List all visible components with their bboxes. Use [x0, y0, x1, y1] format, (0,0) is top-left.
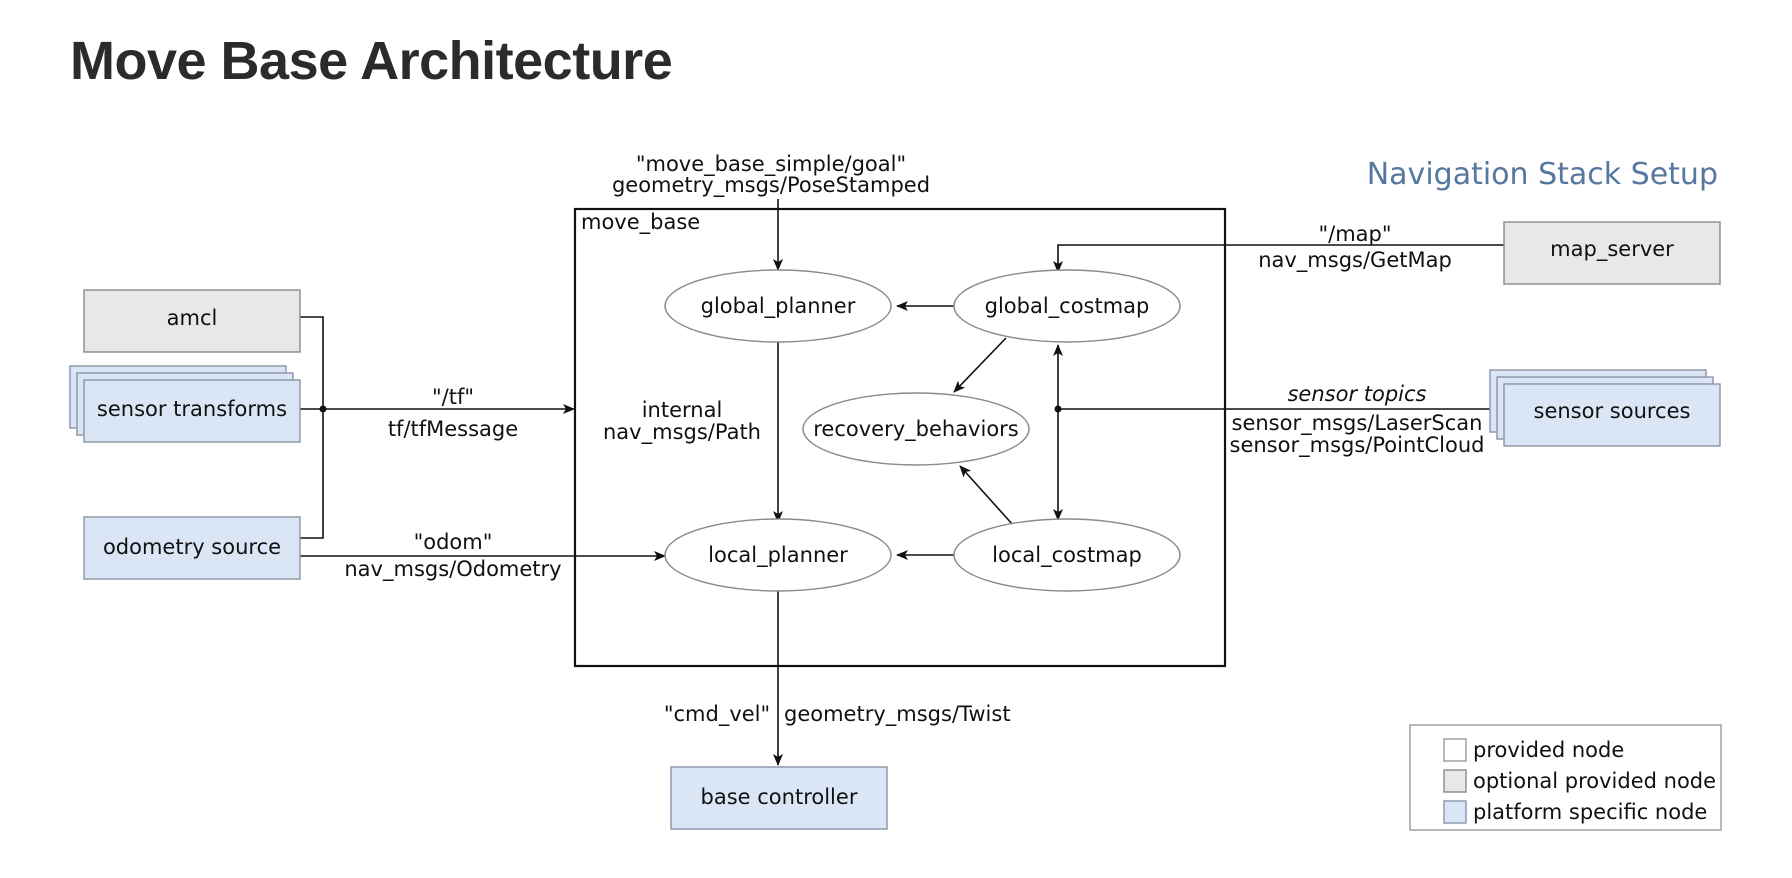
map-server-label: map_server	[1550, 237, 1674, 262]
legend-optional-label: optional provided node	[1473, 769, 1716, 793]
tf-junction-dot	[319, 405, 327, 413]
global-costmap-to-recovery-edge	[953, 337, 1007, 393]
sensor-junction-dot	[1054, 405, 1062, 413]
local-costmap-to-recovery-edge	[959, 465, 1014, 526]
sensor-transforms-label: sensor transforms	[97, 397, 287, 421]
node-odometry-source: odometry source	[83, 516, 301, 580]
map-edge	[1053, 244, 1504, 273]
internal-label: internal	[642, 398, 723, 422]
node-map-server: map_server	[1503, 221, 1721, 285]
node-local-planner: local_planner	[664, 518, 892, 592]
goal-topic-label: "move_base_simple/goal"	[636, 152, 906, 177]
diagram-subtitle: Navigation Stack Setup	[1367, 157, 1718, 192]
node-amcl: amcl	[83, 289, 301, 353]
node-base-controller: base controller	[670, 766, 888, 830]
sensor-type-1-label: sensor_msgs/LaserScan	[1232, 411, 1483, 436]
tf-bus-edge	[300, 316, 324, 539]
node-sensor-transforms: sensor transforms	[69, 365, 301, 443]
goal-type-label: geometry_msgs/PoseStamped	[612, 173, 930, 198]
legend-optional-swatch	[1443, 769, 1467, 793]
recovery-behaviors-label: recovery_behaviors	[813, 417, 1019, 442]
cmd-vel-type-label: geometry_msgs/Twist	[784, 702, 1011, 727]
node-local-costmap: local_costmap	[953, 518, 1181, 592]
odom-type-label: nav_msgs/Odometry	[344, 557, 561, 582]
legend-platform-label: platform specific node	[1473, 800, 1707, 824]
map-topic-label: "/map"	[1318, 222, 1391, 246]
local-costmap-label: local_costmap	[992, 543, 1142, 568]
map-type-label: nav_msgs/GetMap	[1258, 248, 1452, 273]
sensor-topics-label: sensor topics	[1287, 382, 1426, 406]
cmd-vel-topic-label: "cmd_vel"	[664, 702, 770, 727]
tf-topic-label: "/tf"	[432, 385, 474, 409]
tf-type-label: tf/tfMessage	[388, 417, 518, 441]
internal-type-label: nav_msgs/Path	[603, 420, 761, 445]
legend-provided-swatch	[1443, 738, 1467, 762]
sensor-type-2-label: sensor_msgs/PointCloud	[1230, 433, 1485, 458]
node-global-planner: global_planner	[664, 269, 892, 343]
node-sensor-sources: sensor sources	[1489, 369, 1721, 447]
legend: provided node optional provided node pla…	[1409, 724, 1722, 831]
local-planner-label: local_planner	[708, 543, 848, 568]
base-controller-label: base controller	[701, 785, 858, 809]
legend-provided-label: provided node	[1473, 738, 1624, 762]
odom-topic-label: "odom"	[414, 530, 493, 554]
move-base-label: move_base	[581, 210, 700, 235]
move-base-container	[573, 207, 1227, 668]
global-costmap-label: global_costmap	[985, 294, 1150, 319]
global-planner-label: global_planner	[701, 294, 856, 319]
amcl-label: amcl	[167, 306, 218, 330]
odometry-source-label: odometry source	[103, 535, 281, 559]
page-title: Move Base Architecture	[70, 31, 673, 91]
sensor-sources-label: sensor sources	[1534, 399, 1691, 423]
node-recovery-behaviors: recovery_behaviors	[802, 392, 1030, 466]
legend-platform-swatch	[1443, 800, 1467, 824]
node-global-costmap: global_costmap	[953, 269, 1181, 343]
